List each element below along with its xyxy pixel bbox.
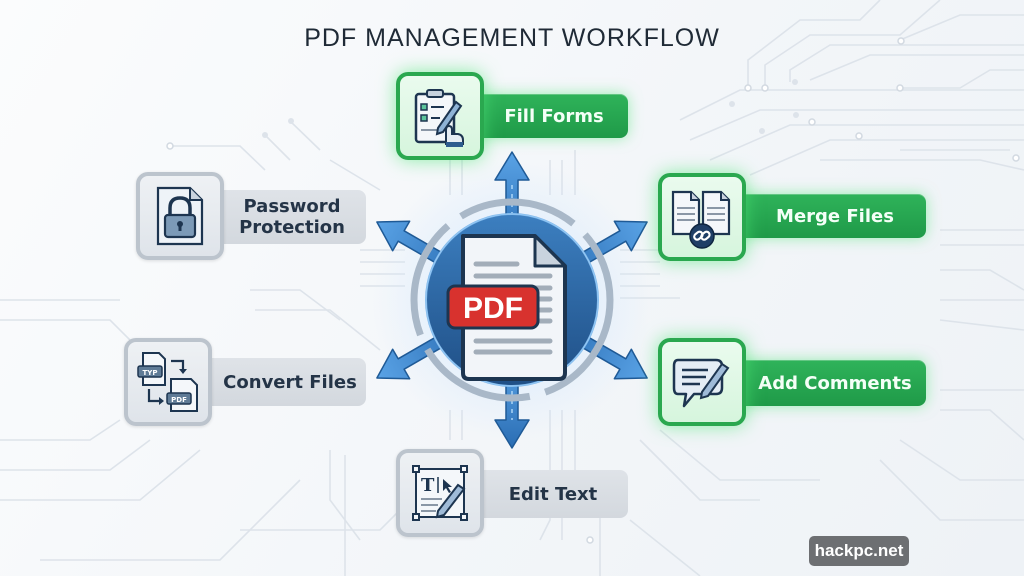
clipboard-pen-hand-icon: [396, 72, 484, 160]
speech-bubble-pencil-icon: [658, 338, 746, 426]
password-protection-line2: Protection: [239, 217, 345, 238]
add-comments-label: Add Comments: [730, 360, 926, 406]
text-frame-pencil-icon: T: [396, 449, 484, 537]
fill-forms-label: Fill Forms: [470, 94, 628, 138]
pdf-small-label: PDF: [171, 396, 187, 404]
pdf-label: PDF: [463, 292, 523, 325]
watermark: hackpc.net: [809, 536, 909, 566]
page-title: PDF MANAGEMENT WORKFLOW: [304, 24, 720, 52]
typ-to-pdf-convert-icon: TYP PDF: [124, 338, 212, 426]
pdf-hub-diagram: PDF: [372, 151, 652, 449]
document-padlock-icon: [136, 172, 224, 260]
merge-files-label: Merge Files: [730, 194, 926, 238]
svg-text:T: T: [421, 475, 435, 496]
password-protection-line1: Password: [243, 196, 341, 217]
password-protection-label: Password Protection: [206, 190, 366, 244]
two-documents-link-icon: [658, 173, 746, 261]
convert-files-label: Convert Files: [196, 358, 366, 406]
typ-label: TYP: [143, 369, 158, 377]
edit-text-label: Edit Text: [466, 470, 628, 518]
